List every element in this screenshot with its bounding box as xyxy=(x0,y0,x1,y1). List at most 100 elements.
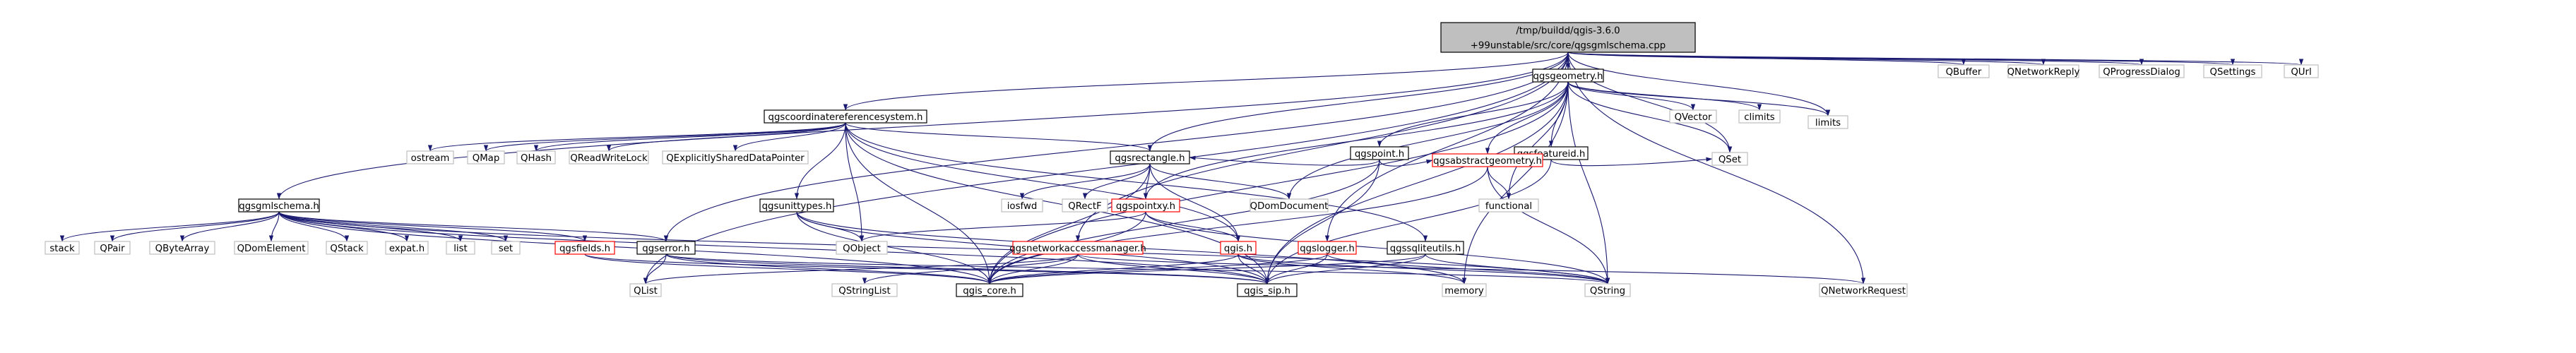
node-climits: climits xyxy=(1738,109,1781,124)
node-qmap: QMap xyxy=(467,150,505,164)
node-qvector: QVector xyxy=(1669,109,1717,124)
node-box xyxy=(234,241,309,255)
node-box xyxy=(1350,146,1409,160)
node-box xyxy=(831,283,898,297)
edge-qgscrs-h-to-ostream xyxy=(428,122,846,152)
edge-qgscrs-h-to-qgis-core-h xyxy=(845,122,992,285)
edge-qgsnetworkaccessmanager-h-to-qgis-sip-h xyxy=(1077,253,1270,285)
node-label: qgsabstractgeometry.h xyxy=(1433,156,1542,167)
node-label: stack xyxy=(49,244,75,254)
node-label: qgsunittypes.h xyxy=(762,201,832,212)
node-box xyxy=(1001,198,1043,213)
edge-qgsgmlschema-h-to-stack xyxy=(59,211,280,242)
node-qgsunittypes-h[interactable]: qgsunittypes.h xyxy=(759,198,834,213)
node-box xyxy=(1432,153,1543,167)
node-layer: /tmp/buildd/qgis-3.6.0 +99unstable/src/co… xyxy=(44,22,2319,297)
node-box xyxy=(1808,115,1848,129)
node-qgis-h[interactable]: qgis.h xyxy=(1220,241,1257,255)
edge-qgsrectangle-h-to-qrectf xyxy=(1082,163,1151,200)
node-box xyxy=(554,241,615,255)
node-qnetworkreply: QNetworkReply xyxy=(2007,64,2080,78)
node-qprogressdialog: QProgressDialog xyxy=(2099,64,2185,78)
edge-qgscrs-h-to-qgsrectangle-h xyxy=(845,122,1152,152)
node-qgspoint-h[interactable]: qgspoint.h xyxy=(1350,146,1409,160)
node-box xyxy=(44,241,80,255)
node-ostream: ostream xyxy=(406,150,454,164)
edge-root-to-qgsgmlschema-h xyxy=(277,52,1569,200)
node-label: QRectF xyxy=(1068,201,1101,212)
edge-qgsabstractgeometry-h-to-functional xyxy=(1487,166,1512,200)
node-qexplicitlyshareddatapointer: QExplicitlySharedDataPointer xyxy=(662,150,809,164)
edge-qgsrectangle-h-to-qgis-core-h xyxy=(987,163,1151,285)
node-qgsabstractgeometry-h[interactable]: qgsabstractgeometry.h xyxy=(1432,153,1543,167)
edge-qgsunittypes-h-to-qgis-core-h xyxy=(796,211,992,285)
node-label: /tmp/buildd/qgis-3.6.0 xyxy=(1516,26,1620,37)
node-label: QNetworkRequest xyxy=(1821,286,1906,297)
edge-qgscrs-h-to-qreadwritelock xyxy=(606,122,846,152)
node-box xyxy=(956,283,1023,297)
node-box xyxy=(1937,64,1990,78)
node-root[interactable]: /tmp/buildd/qgis-3.6.0 +99unstable/src/co… xyxy=(1440,22,1696,53)
edge-qgsgmlschema-h-to-expat-h xyxy=(278,211,410,242)
node-qgsrectangle-h[interactable]: qgsrectangle.h xyxy=(1110,150,1190,164)
node-label: QPair xyxy=(100,244,125,254)
node-memory: memory xyxy=(1442,283,1487,297)
edge-qgsgeometry-h-to-functional xyxy=(1506,81,1569,200)
node-label: qgscoordinatereferencesystem.h xyxy=(768,112,923,123)
node-qgsgeometry-h[interactable]: qgsgeometry.h xyxy=(1532,68,1604,83)
node-qgspointxy-h[interactable]: qgspointxy.h xyxy=(1111,198,1180,213)
node-qbuffer: QBuffer xyxy=(1937,64,1990,78)
edge-qgsrectangle-h-to-iosfwd xyxy=(1019,163,1151,200)
node-label: QSettings xyxy=(2209,67,2255,78)
edge-qgserror-h-to-qgis-core-h xyxy=(665,253,992,285)
node-qgserror-h[interactable]: qgserror.h xyxy=(636,241,696,255)
node-qgscrs-h[interactable]: qgscoordinatereferencesystem.h xyxy=(764,109,927,124)
node-qgslogger-h[interactable]: qgslogger.h xyxy=(1298,241,1357,255)
node-qdomdocument: QDomDocument xyxy=(1250,198,1329,213)
node-box xyxy=(1012,241,1144,255)
node-label: QNetworkReply xyxy=(2007,67,2080,78)
edge-qgsgmlschema-h-to-qstack xyxy=(278,211,350,242)
edge-root-to-qurl xyxy=(1567,52,2303,66)
node-label: QDomElement xyxy=(237,244,306,254)
node-label: +99unstable/src/core/qgsgmlschema.cpp xyxy=(1471,41,1666,52)
edge-qgsnetworkaccessmanager-h-to-qlist xyxy=(643,253,1079,285)
node-label: qgssqliteutils.h xyxy=(1390,244,1461,254)
edge-qgis-h-to-memory xyxy=(1237,253,1467,285)
node-qlist: QList xyxy=(629,283,662,297)
node-label: qgsrectangle.h xyxy=(1115,153,1185,164)
node-box xyxy=(629,283,662,297)
node-qgis-sip-h[interactable]: qgis_sip.h xyxy=(1237,283,1298,297)
node-label: list xyxy=(453,244,468,254)
edge-qgsgmlschema-h-to-qstring xyxy=(278,211,1610,285)
edge-qgsgeometry-h-to-limits xyxy=(1567,81,1831,116)
node-box xyxy=(836,241,888,255)
node-box xyxy=(2099,64,2185,78)
node-box xyxy=(1478,198,1539,213)
node-qgsgmlschema-h[interactable]: qgsgmlschema.h xyxy=(238,198,320,213)
edge-qgsgmlschema-h-to-qpair xyxy=(109,211,280,242)
edge-qgsgmlschema-h-to-qdomelement xyxy=(268,211,280,242)
node-label: climits xyxy=(1744,112,1775,123)
node-box xyxy=(1532,68,1604,83)
node-qgssqliteutils-h[interactable]: qgssqliteutils.h xyxy=(1387,241,1464,255)
node-box xyxy=(406,150,454,164)
edge-qgspoint-h-to-qgis-sip-h xyxy=(1264,159,1380,285)
node-qgsnetworkaccessmanager-h[interactable]: qgsnetworkaccessmanager.h xyxy=(1009,241,1146,255)
node-qgsfields-h[interactable]: qgsfields.h xyxy=(554,241,615,255)
node-label: QList xyxy=(634,286,658,297)
node-box xyxy=(2203,64,2262,78)
node-box xyxy=(1738,109,1781,124)
node-qhash: QHash xyxy=(516,150,556,164)
edge-qgserror-h-to-qstring xyxy=(665,253,1610,285)
edge-qgspoint-h-to-qgsabstractgeometry-h xyxy=(1379,159,1433,167)
node-box xyxy=(662,150,809,164)
node-label: QVector xyxy=(1675,112,1712,123)
node-box xyxy=(1819,283,1908,297)
edge-qgsabstractgeometry-h-to-qgis-core-h xyxy=(987,166,1488,285)
node-qobject: QObject xyxy=(836,241,888,255)
node-box xyxy=(2007,64,2079,78)
node-box xyxy=(1711,152,1748,166)
edge-root-to-qlist xyxy=(643,52,1569,285)
node-qgis-core-h[interactable]: qgis_core.h xyxy=(956,283,1023,297)
